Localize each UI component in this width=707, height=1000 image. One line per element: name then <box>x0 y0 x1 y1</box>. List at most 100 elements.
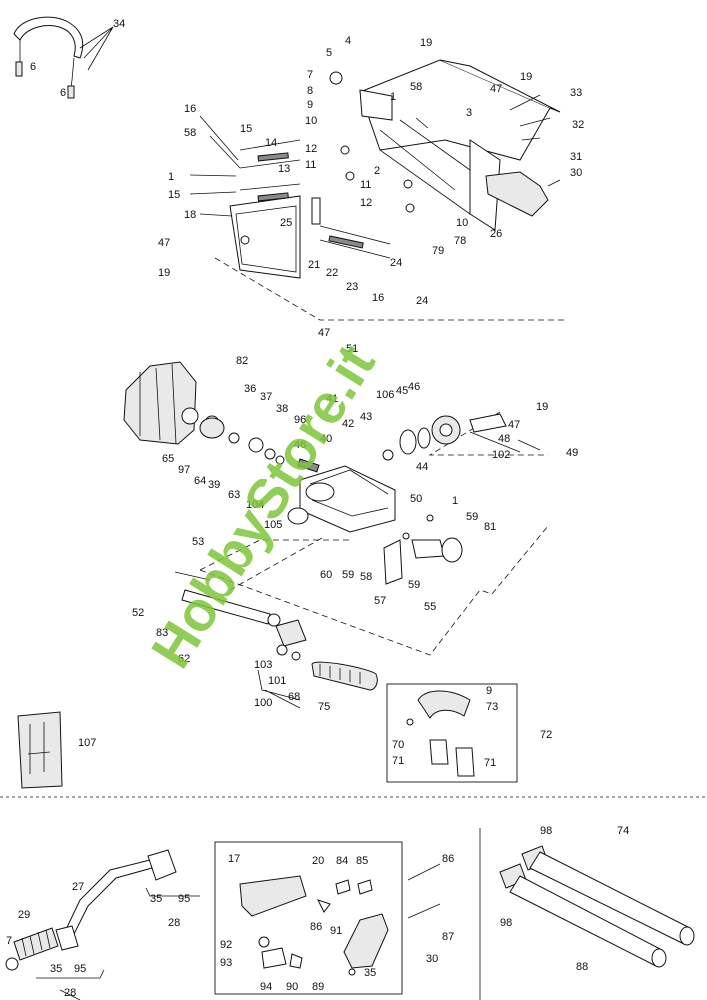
callout-86: 86 <box>310 921 322 933</box>
callout-21: 21 <box>308 259 320 271</box>
callout-13: 13 <box>278 163 290 175</box>
callout-34: 34 <box>113 18 125 30</box>
callout-19: 19 <box>536 401 548 413</box>
callout-3: 3 <box>466 107 472 119</box>
callout-22: 22 <box>326 267 338 279</box>
callout-32: 32 <box>572 119 584 131</box>
callout-71: 71 <box>392 755 404 767</box>
callout-57: 57 <box>374 595 386 607</box>
callout-24: 24 <box>390 257 402 269</box>
drive-shaft-drawing <box>174 571 378 709</box>
callout-44: 44 <box>416 461 428 473</box>
callout-12: 12 <box>360 197 372 209</box>
callout-49: 49 <box>566 447 578 459</box>
callout-58: 58 <box>360 571 372 583</box>
callout-28: 28 <box>168 917 180 929</box>
callout-10: 10 <box>305 115 317 127</box>
callout-26: 26 <box>490 228 502 240</box>
callout-35: 35 <box>150 893 162 905</box>
callout-48: 48 <box>498 433 510 445</box>
callout-88: 88 <box>576 961 588 973</box>
callout-52: 52 <box>132 607 144 619</box>
handlebar-drawing <box>5 849 200 979</box>
callout-79: 79 <box>432 245 444 257</box>
callout-35: 35 <box>50 963 62 975</box>
callout-16: 16 <box>184 103 196 115</box>
callout-10: 10 <box>456 217 468 229</box>
callout-30: 30 <box>426 953 438 965</box>
callout-33: 33 <box>570 87 582 99</box>
callout-83: 83 <box>156 627 168 639</box>
callout-95: 95 <box>74 963 86 975</box>
callout-64: 64 <box>194 475 206 487</box>
callout-19: 19 <box>420 37 432 49</box>
callout-18: 18 <box>184 209 196 221</box>
callout-16: 16 <box>372 292 384 304</box>
callout-27: 27 <box>72 881 84 893</box>
callout-38: 38 <box>276 403 288 415</box>
callout-45: 45 <box>396 385 408 397</box>
callout-101: 101 <box>268 675 286 687</box>
callout-71: 71 <box>484 757 496 769</box>
callout-9: 9 <box>486 685 492 697</box>
callout-89: 89 <box>312 981 324 993</box>
callout-58: 58 <box>184 127 196 139</box>
callout-15: 15 <box>240 123 252 135</box>
callout-31: 31 <box>570 151 582 163</box>
callout-23: 23 <box>346 281 358 293</box>
callout-78: 78 <box>454 235 466 247</box>
callout-28: 28 <box>64 987 76 999</box>
callout-51: 51 <box>346 343 358 355</box>
callout-95: 95 <box>178 893 190 905</box>
callout-14: 14 <box>265 137 277 149</box>
bracket-107-drawing <box>17 711 63 789</box>
callout-36: 36 <box>244 383 256 395</box>
callout-1: 1 <box>168 171 174 183</box>
engine-gearbox-drawing <box>123 361 507 585</box>
callout-35: 35 <box>364 967 376 979</box>
callout-17: 17 <box>228 853 240 865</box>
callout-93: 93 <box>220 957 232 969</box>
callout-102: 102 <box>492 449 510 461</box>
callout-39: 39 <box>208 479 220 491</box>
callout-5: 5 <box>326 47 332 59</box>
callout-20: 20 <box>312 855 324 867</box>
frame-assembly-drawing <box>229 59 561 279</box>
callout-37: 37 <box>260 391 272 403</box>
callout-2: 2 <box>374 165 380 177</box>
guide-line <box>214 257 566 321</box>
callout-85: 85 <box>356 855 368 867</box>
callout-59: 59 <box>408 579 420 591</box>
handle-kit-box <box>386 683 518 783</box>
callout-50: 50 <box>410 493 422 505</box>
callout-41: 41 <box>326 393 338 405</box>
callout-58: 58 <box>410 81 422 93</box>
callout-68: 68 <box>288 691 300 703</box>
callout-47: 47 <box>158 237 170 249</box>
callout-12: 12 <box>305 143 317 155</box>
callout-9: 9 <box>307 99 313 111</box>
callout-70: 70 <box>392 739 404 751</box>
callout-1: 1 <box>452 495 458 507</box>
callout-42: 42 <box>342 418 354 430</box>
callout-100: 100 <box>254 697 272 709</box>
callout-47: 47 <box>318 327 330 339</box>
callout-43: 43 <box>360 411 372 423</box>
callout-90: 90 <box>286 981 298 993</box>
callout-97: 97 <box>178 464 190 476</box>
callout-46: 46 <box>294 439 306 451</box>
callout-4: 4 <box>345 35 351 47</box>
callout-55: 55 <box>424 601 436 613</box>
callout-24: 24 <box>416 295 428 307</box>
callout-40: 40 <box>320 433 332 445</box>
callout-86: 86 <box>442 853 454 865</box>
callout-11: 11 <box>305 159 316 171</box>
callout-60: 60 <box>320 569 332 581</box>
callout-59: 59 <box>342 569 354 581</box>
callout-19: 19 <box>158 267 170 279</box>
callout-81: 81 <box>484 521 496 533</box>
callout-105: 105 <box>264 519 282 531</box>
harness-strap-drawing <box>13 16 84 99</box>
